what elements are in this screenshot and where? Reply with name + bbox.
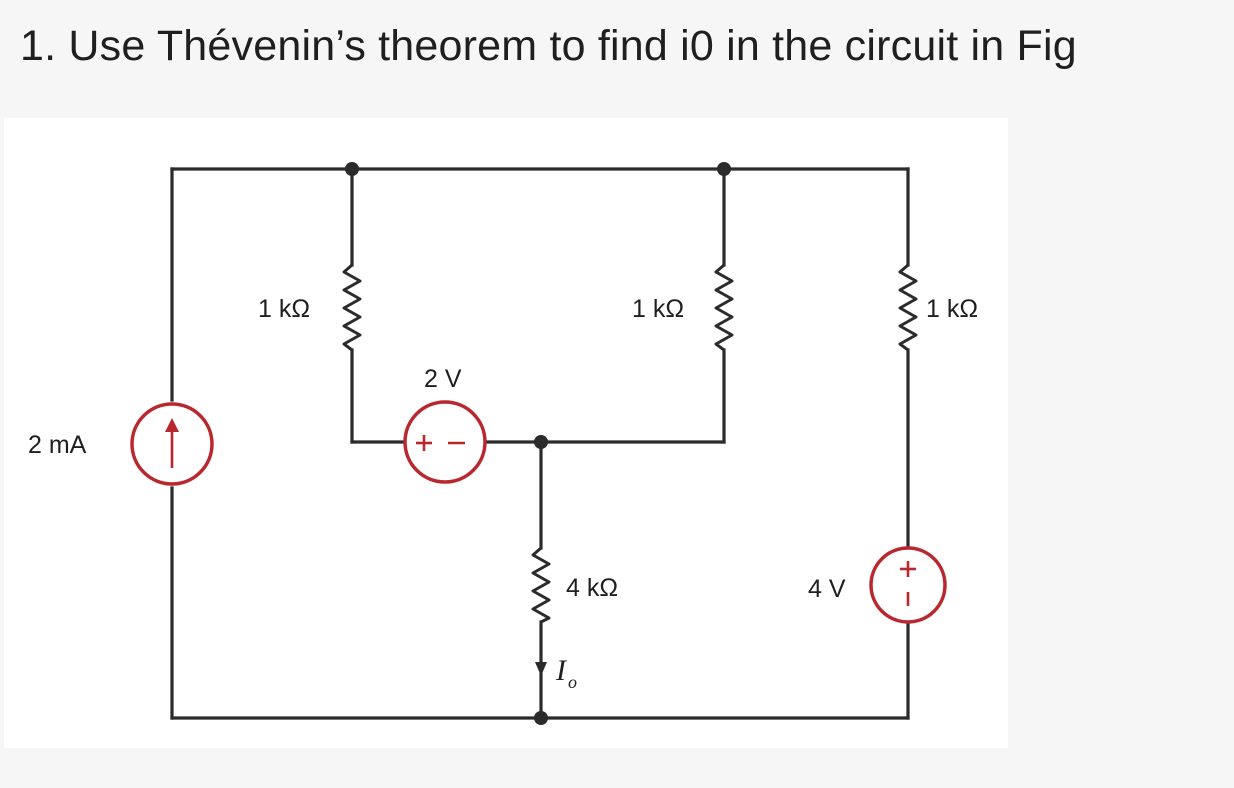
label-resistor-middle: 1 kΩ — [632, 295, 684, 323]
current-direction-arrow-icon — [535, 662, 547, 676]
current-source-2ma — [130, 402, 214, 486]
node-top-right — [717, 162, 731, 176]
resistor-bottom-4k — [531, 546, 551, 624]
node-top-left — [345, 162, 359, 176]
label-current-source: 2 mA — [28, 431, 87, 459]
label-voltage-2v: 2 V — [424, 365, 462, 393]
junction-nodes — [345, 162, 731, 725]
wires — [170, 167, 910, 720]
voltage-source-2v — [403, 400, 487, 484]
resistor-left-1k — [342, 263, 362, 352]
label-current-io: I — [555, 654, 568, 687]
label-current-io-subscript: o — [568, 672, 577, 692]
resistor-right-1k — [898, 263, 918, 352]
node-center — [534, 435, 548, 449]
voltage-source-4v — [869, 546, 947, 624]
label-resistor-right: 1 kΩ — [926, 295, 978, 323]
node-bottom — [534, 711, 548, 725]
resistor-middle-1k — [714, 263, 734, 352]
label-resistor-left: 1 kΩ — [258, 295, 310, 323]
question-text: 1. Use Thévenin’s theorem to find i0 in … — [20, 22, 1077, 70]
label-voltage-4v: 4 V — [808, 575, 846, 603]
label-resistor-bottom: 4 kΩ — [566, 574, 618, 602]
